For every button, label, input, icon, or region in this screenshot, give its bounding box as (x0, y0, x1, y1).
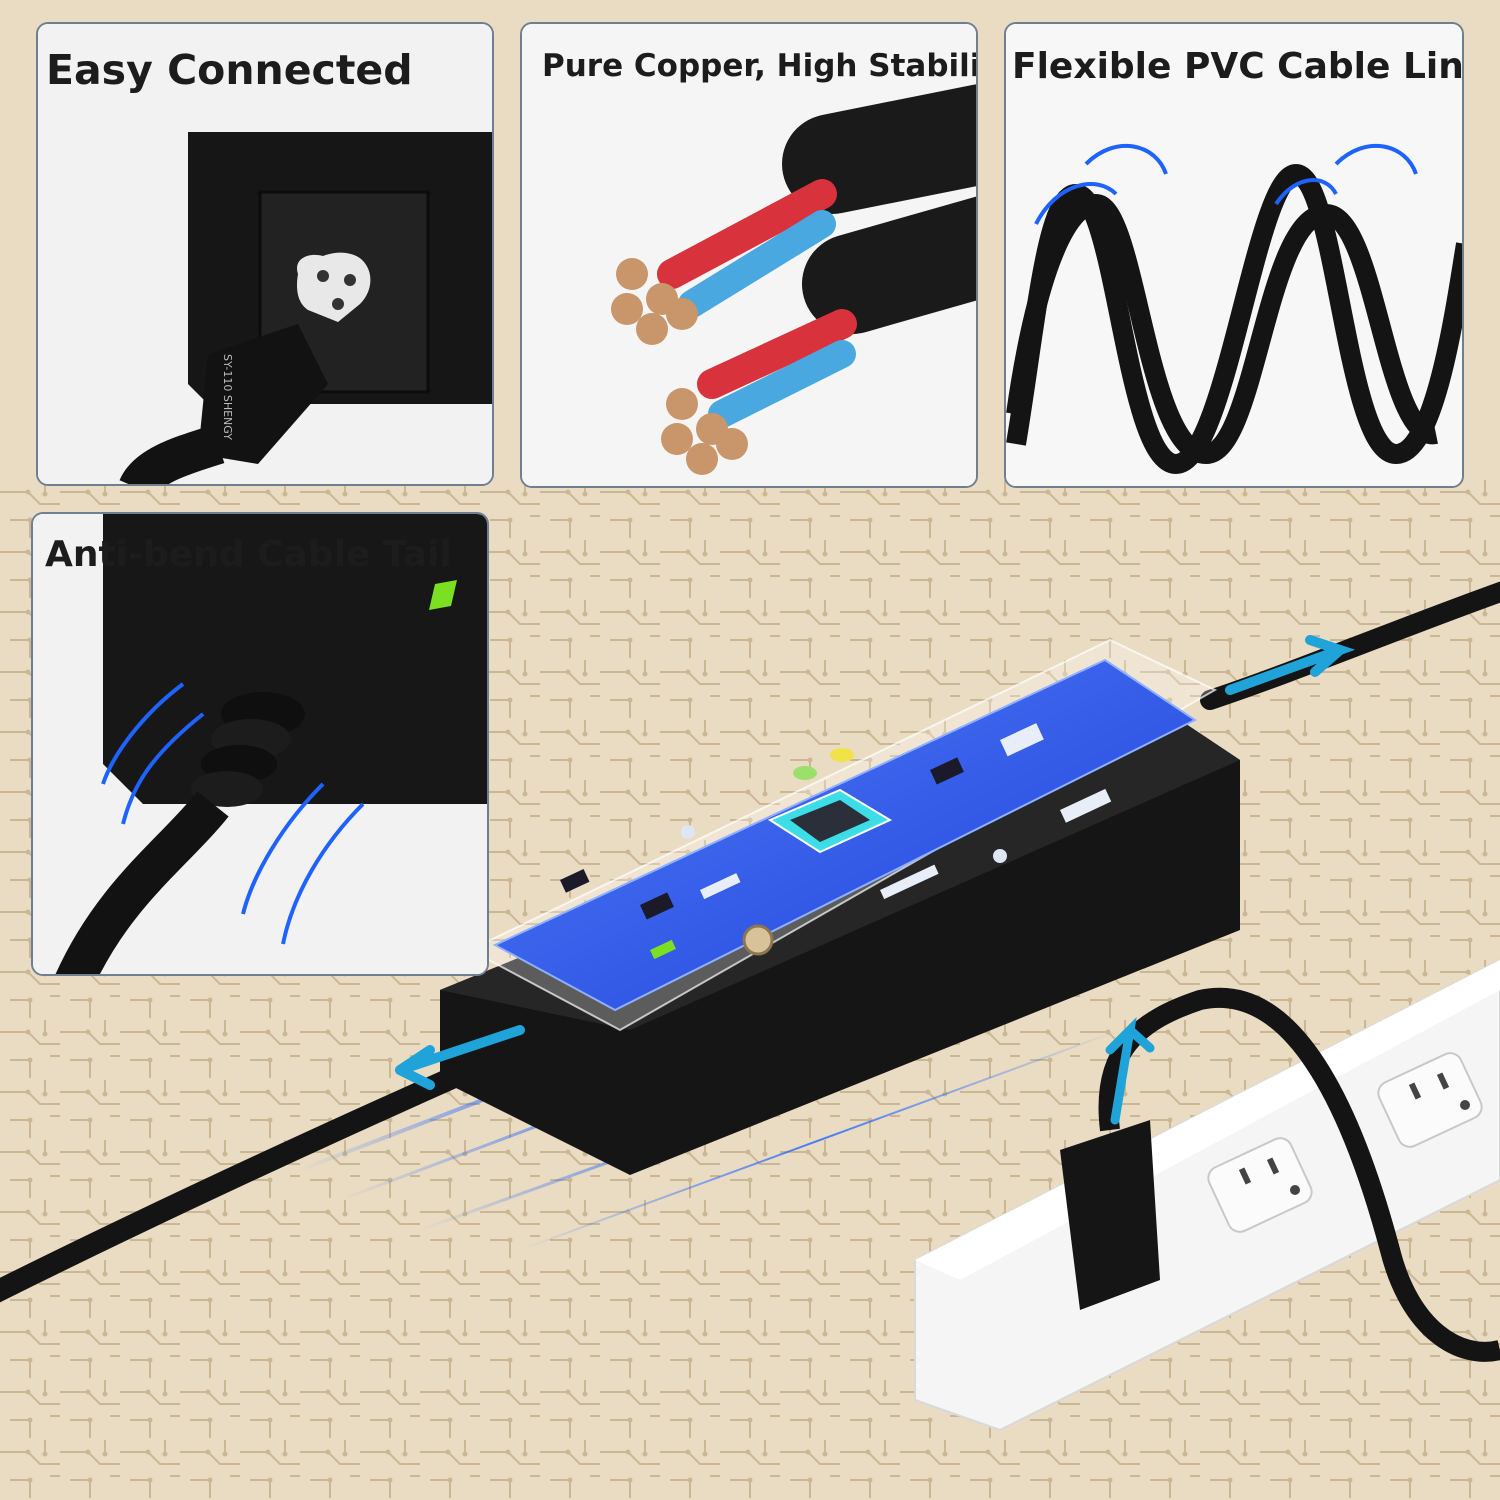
outlet-icon (1207, 1137, 1313, 1233)
coiled-cable (1006, 163, 1462, 475)
cable-tail-illustration (33, 514, 487, 974)
arrow-right-icon (1225, 635, 1356, 695)
power-strip (914, 958, 1500, 1432)
panel-easy-connected: SY-110 SHENGY Easy Connected (36, 22, 494, 486)
cable-cross-section-lower (661, 196, 976, 475)
dc-output-cable (0, 1059, 481, 1303)
panel-pure-copper: Pure Copper, High Stability (520, 22, 978, 488)
panel-anti-bend: Anti-bend Cable Tail (31, 512, 489, 976)
copper-wire-illustration (522, 24, 976, 486)
c5-socket-icon (297, 252, 371, 322)
arrow-left-icon (395, 1025, 525, 1090)
flexible-cable-illustration (1006, 24, 1462, 486)
panel-title-flexible-pvc: Flexible PVC Cable Line (1012, 46, 1464, 87)
wall-plug (1060, 1120, 1160, 1310)
panel-title-easy-connected: Easy Connected (46, 46, 413, 94)
outlet-icon (1377, 1052, 1483, 1148)
adapter-socket-illustration: SY-110 SHENGY (38, 24, 492, 484)
panel-title-pure-copper: Pure Copper, High Stability (542, 48, 978, 84)
power-adapter (440, 638, 1240, 1175)
cable-cross-section-upper (611, 84, 976, 345)
strain-relief (191, 692, 305, 807)
status-led-icon (429, 580, 457, 610)
panel-flexible-pvc: Flexible PVC Cable Line (1004, 22, 1464, 488)
panel-title-anti-bend: Anti-bend Cable Tail (45, 534, 452, 575)
plug-marking: SY-110 SHENGY (221, 354, 234, 440)
arrow-up-icon (1105, 1016, 1155, 1125)
